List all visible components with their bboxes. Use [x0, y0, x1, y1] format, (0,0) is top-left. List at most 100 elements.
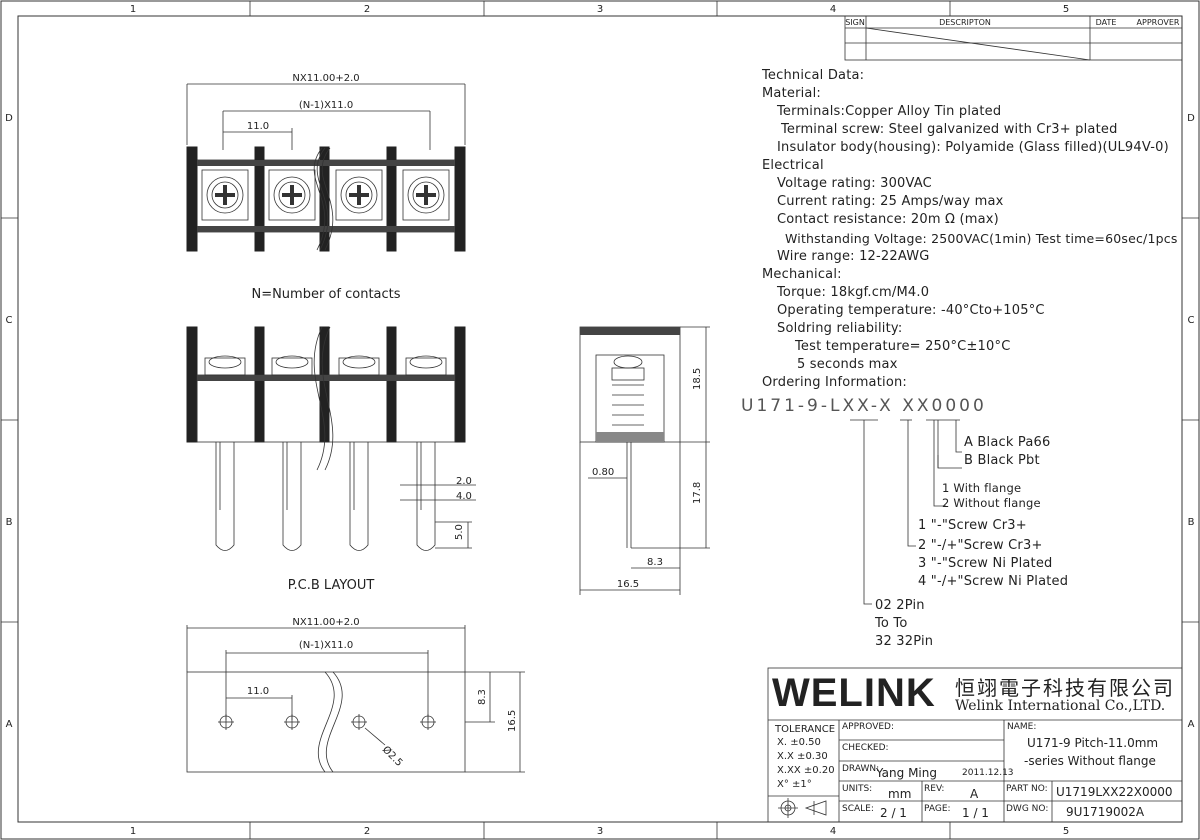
- ordering-screw-1: 1 "-"Screw Cr3+: [918, 518, 1027, 533]
- top-view-caption: N=Number of contacts: [251, 287, 400, 302]
- spec-torque: Torque: 18kgf.cm/M4.0: [777, 285, 930, 300]
- row-label-c: C: [6, 315, 13, 326]
- col-label-1-bottom: 1: [130, 826, 136, 837]
- ordering-pins-to: To To: [875, 616, 908, 631]
- drawn-date: 2011.12.13: [962, 768, 1014, 778]
- spec-soldering: Soldring reliability:: [777, 321, 903, 336]
- col-label-1: 1: [130, 4, 136, 15]
- col-label-3-bottom: 3: [597, 826, 603, 837]
- drawn-label: DRAWN:: [842, 764, 880, 774]
- rev-sign-header: SIGN: [845, 18, 865, 27]
- row-label-a: A: [6, 719, 13, 730]
- front-view: 2.0 4.0 5.0 P.C.B LAYOUT: [186, 326, 476, 593]
- rev-label: REV:: [924, 784, 945, 794]
- row-label-c-right: C: [1188, 315, 1195, 326]
- spec-material: Material:: [762, 86, 821, 101]
- col-label-5-bottom: 5: [1063, 826, 1069, 837]
- col-label-2-bottom: 2: [364, 826, 370, 837]
- company-name-cn: 恒翊電子科技有限公司: [955, 676, 1175, 700]
- top-overall-dim: NX11.00+2.0: [292, 73, 359, 84]
- drawn-by: Yang Ming: [876, 766, 937, 780]
- col-label-4-bottom: 4: [830, 826, 836, 837]
- front-view-caption: P.C.B LAYOUT: [288, 578, 375, 593]
- side-dim-8-3: 8.3: [647, 557, 663, 568]
- tolerance-angle: X° ±1°: [777, 779, 812, 790]
- side-dim-0-80: 0.80: [592, 467, 614, 478]
- top-view: NX11.00+2.0 (N-1)X11.0 11.0: [186, 73, 466, 302]
- spec-terminals: Terminals:Copper Alloy Tin plated: [777, 104, 1002, 119]
- spec-wire-range: Wire range: 12-22AWG: [777, 249, 930, 264]
- company-name-en: Welink International Co.,LTD.: [955, 698, 1166, 714]
- units-label: UNITS:: [842, 784, 873, 794]
- spec-voltage: Voltage rating: 300VAC: [777, 176, 932, 191]
- pcb-overall-dim: NX11.00+2.0: [292, 617, 359, 628]
- front-dim-4: 4.0: [456, 491, 472, 502]
- front-dim-5: 5.0: [454, 524, 465, 540]
- side-dim-18-5: 18.5: [692, 368, 703, 390]
- col-label-2: 2: [364, 4, 370, 15]
- ordering-color-b: B Black Pbt: [964, 453, 1040, 468]
- name-line-1: U171-9 Pitch-11.0mm: [1027, 736, 1159, 750]
- row-label-d: D: [5, 113, 13, 124]
- page-label: PAGE:: [924, 804, 951, 814]
- part-no-value: U1719LXX22X0000: [1056, 785, 1173, 799]
- side-view: 18.5 17.8 16.5 8.3 0.80: [579, 326, 710, 595]
- dwg-no-label: DWG NO:: [1006, 804, 1049, 814]
- spec-mechanical: Mechanical:: [762, 267, 842, 282]
- rev-date-header: DATE: [1096, 18, 1117, 27]
- row-label-a-right: A: [1188, 719, 1195, 730]
- ordering-code: U171-9-LXX-X XX0000: [741, 396, 987, 416]
- ordering-flange-1: 1 With flange: [942, 481, 1022, 495]
- units-value: mm: [888, 787, 912, 801]
- ordering-flange-2: 2 Without flange: [942, 496, 1041, 510]
- ordering-pins-32: 32 32Pin: [875, 634, 934, 649]
- col-label-4: 4: [830, 4, 836, 15]
- spec-operating-temp: Operating temperature: -40°Cto+105°C: [777, 303, 1045, 318]
- grid-labels: 1 2 3 4 5 1 2 3 4 5 D C B A D C B A: [5, 4, 1195, 837]
- row-label-d-right: D: [1187, 113, 1195, 124]
- rev-description-header: DESCRIPTON: [939, 18, 991, 27]
- spec-insulator: Insulator body(housing): Polyamide (Glas…: [777, 140, 1169, 155]
- col-label-3: 3: [597, 4, 603, 15]
- sheet-inner-border: [17, 15, 1183, 823]
- ordering-screw-4: 4 "-/+"Screw Ni Plated: [918, 574, 1069, 589]
- front-dim-2: 2.0: [456, 476, 472, 487]
- scale-value: 2 / 1: [880, 806, 907, 820]
- ordering-color-a: A Black Pa66: [964, 435, 1051, 450]
- name-line-2: -series Without flange: [1024, 754, 1156, 768]
- pcb-pitch-dim: 11.0: [247, 686, 269, 697]
- spec-technical-data: Technical Data:: [762, 68, 865, 83]
- page-value: 1 / 1: [962, 806, 989, 820]
- side-dim-17-8: 17.8: [692, 482, 703, 504]
- spec-test-temp: Test temperature= 250°C±10°C: [795, 339, 1011, 354]
- spec-withstanding: Withstanding Voltage: 2500VAC(1min) Test…: [785, 231, 1178, 246]
- side-dim-16-5: 16.5: [617, 579, 639, 590]
- ordering-leaders: [850, 419, 962, 605]
- spec-seconds: 5 seconds max: [797, 357, 898, 372]
- row-label-b: B: [6, 517, 13, 528]
- rev-approver-header: APPROVER: [1137, 18, 1180, 27]
- pcb-dim-16-5: 16.5: [507, 710, 518, 732]
- spec-contact-resistance: Contact resistance: 20m Ω (max): [777, 212, 999, 227]
- tolerance-xx: X.X ±0.30: [777, 751, 828, 762]
- pcb-inner-dim: (N-1)X11.0: [299, 640, 353, 651]
- approved-label: APPROVED:: [842, 722, 894, 732]
- pcb-view: NX11.00+2.0 (N-1)X11.0 11.0 Ø2.5 8.3 16.…: [186, 617, 525, 773]
- row-label-b-right: B: [1188, 517, 1195, 528]
- spec-current: Current rating: 25 Amps/way max: [777, 194, 1004, 209]
- checked-label: CHECKED:: [842, 743, 889, 753]
- pcb-dim-8-3: 8.3: [477, 689, 488, 705]
- ordering-screw-3: 3 "-"Screw Ni Plated: [918, 556, 1053, 571]
- col-label-5: 5: [1063, 4, 1069, 15]
- tolerance-x: X. ±0.50: [777, 737, 821, 748]
- spec-terminal-screw: Terminal screw: Steel galvanized with Cr…: [781, 122, 1118, 137]
- name-label: NAME:: [1007, 722, 1037, 732]
- rev-value: A: [970, 787, 979, 801]
- welink-logo: WELINK: [772, 671, 936, 715]
- top-pitch-dim: 11.0: [247, 121, 269, 132]
- ordering-screw-2: 2 "-/+"Screw Cr3+: [918, 538, 1043, 553]
- tolerance-xxx: X.XX ±0.20: [777, 765, 835, 776]
- top-inner-dim: (N-1)X11.0: [299, 100, 353, 111]
